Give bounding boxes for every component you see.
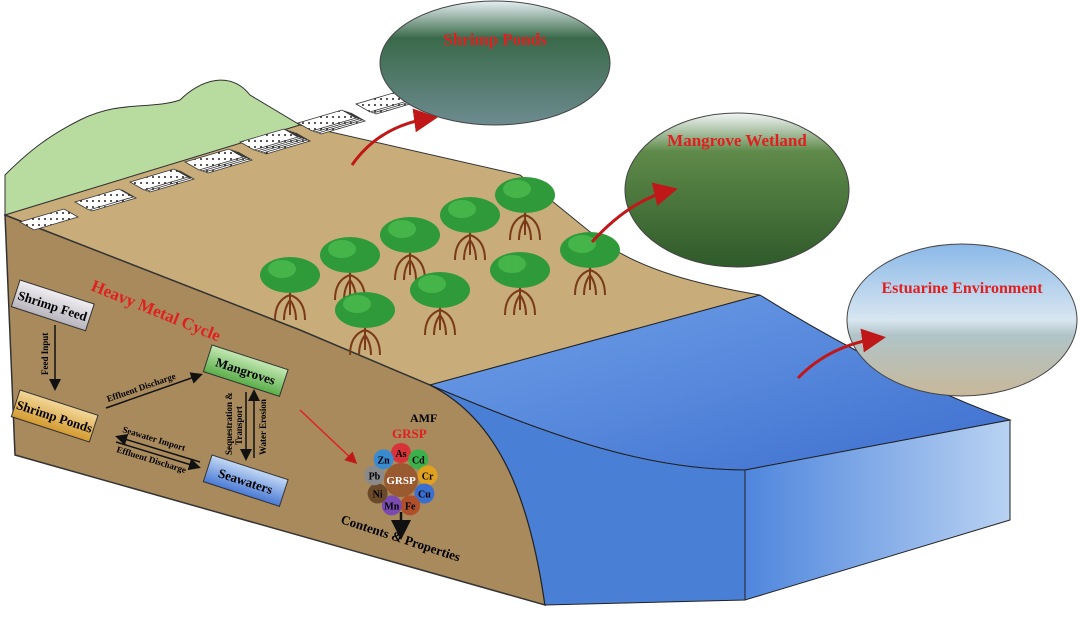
photo-title: Shrimp Ponds <box>443 30 547 49</box>
link-arrow-mangrove <box>590 182 678 244</box>
mangrove-tree <box>320 237 380 301</box>
svg-text:Cu: Cu <box>418 490 431 501</box>
box-shrimp-ponds: Shrimp Ponds <box>10 389 99 443</box>
photo-title: Estuarine Environment <box>881 280 1043 297</box>
grsp-label: GRSP <box>392 426 427 441</box>
root-to-grsp-arrow <box>299 409 358 465</box>
svg-text:Fe: Fe <box>405 501 416 512</box>
effluent-discharge-arrow <box>105 372 203 409</box>
svg-text:As: As <box>395 449 406 460</box>
mangrove-tree <box>260 257 320 321</box>
shrimp-pond-grid <box>18 71 474 231</box>
link-arrow-shrimp <box>350 108 438 166</box>
metal-ni: Ni <box>367 483 388 504</box>
metal-zn: Zn <box>373 449 394 470</box>
metal-cr: Cr <box>417 465 438 486</box>
photo-estuarine: Estuarine Environment <box>846 243 1078 397</box>
metal-mn: Mn <box>381 495 402 516</box>
shrimp-pond <box>296 109 358 132</box>
mangrove-tree <box>380 217 440 281</box>
mangrove-trees <box>260 177 620 356</box>
amf-label: AMF <box>410 411 437 425</box>
photo-mangrove-wetland: Mangrove Wetland <box>624 112 850 268</box>
arrow-label: Transport <box>234 406 244 445</box>
seawater-import-arrow <box>115 433 201 463</box>
mangrove-tree <box>410 272 470 336</box>
mangrove-tree <box>495 177 555 241</box>
shrimp-pond <box>73 188 135 211</box>
mangrove-tree <box>490 252 550 316</box>
svg-text:Cr: Cr <box>422 471 434 482</box>
hills <box>4 79 302 216</box>
mangrove-tree <box>560 232 620 296</box>
svg-text:Pb: Pb <box>369 471 381 482</box>
mangrove-tree <box>440 197 500 261</box>
arrow-label: Feed Input <box>40 333 50 375</box>
metal-cu: Cu <box>414 483 435 504</box>
metal-cd: Cd <box>408 449 429 470</box>
svg-text:Zn: Zn <box>378 455 391 466</box>
grsp-core <box>384 463 418 497</box>
water-side <box>744 419 1011 601</box>
link-arrow-estuarine <box>796 328 886 380</box>
metal-as: As <box>391 443 411 463</box>
svg-text:Mn: Mn <box>384 501 399 512</box>
arrow-label: Water Erosion <box>258 399 268 455</box>
shrimp-pond <box>128 168 190 191</box>
metal-fe: Fe <box>400 495 421 516</box>
effluent-discharge-arrow-2 <box>115 441 201 471</box>
shrimp-pond <box>183 148 245 171</box>
metal-pb: Pb <box>364 465 385 486</box>
arrow-label: Sequestration & <box>224 392 234 455</box>
grsp-core-label: GRSP <box>386 475 416 487</box>
shrimp-pond <box>238 128 300 151</box>
photo-shrimp-ponds: Shrimp Ponds <box>379 0 611 126</box>
svg-text:Cd: Cd <box>412 455 425 466</box>
mangrove-tree <box>335 292 395 356</box>
shrimp-pond <box>18 208 80 231</box>
photo-title: Mangrove Wetland <box>667 131 807 150</box>
svg-text:Ni: Ni <box>373 490 383 501</box>
